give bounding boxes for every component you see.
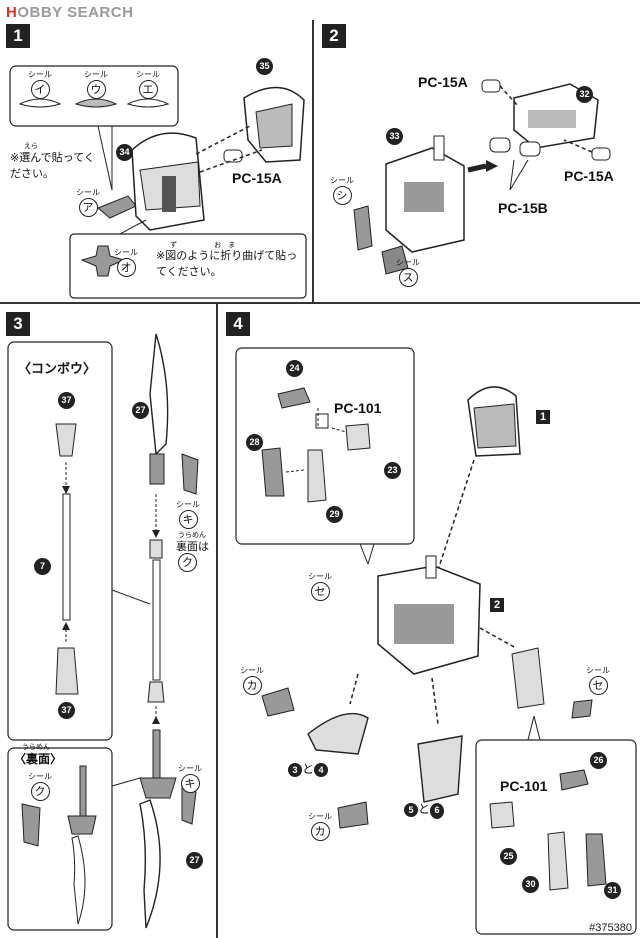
divider-bottom <box>216 302 218 938</box>
step3-illustration <box>7 333 199 931</box>
seal-label-se-left: シールセ <box>308 572 332 601</box>
pc15a-label-step1: PC-15A <box>232 170 282 186</box>
step-number-3: 3 <box>6 312 30 336</box>
seal-label-se-right: シールセ <box>586 666 610 695</box>
part-number-34: 34 <box>116 144 133 161</box>
step1-illustration <box>9 65 307 299</box>
pc101-label-top: PC-101 <box>334 400 382 416</box>
part-number-32: 32 <box>576 86 593 103</box>
seal-label-ki-top: シールキ <box>176 500 200 529</box>
seal-label-e: シールエ <box>136 70 160 99</box>
uramen-header: 〈裏面〉 <box>14 752 63 766</box>
watermark-id: #375380 <box>589 922 632 934</box>
part-number-27-top: 27 <box>132 402 149 419</box>
brand-logo: HOBBY SEARCH <box>6 4 134 21</box>
seal-label-a: シールア <box>76 188 100 217</box>
seal-label-i: シールイ <box>28 70 52 99</box>
uramen-ruby-bottom: うらめん <box>22 743 50 751</box>
uramen-ruby-top: うらめん <box>178 531 206 539</box>
pc15a-label-step2-top: PC-15A <box>418 74 468 90</box>
konbou-header: 〈コンボウ〉 <box>18 362 97 377</box>
seal-label-ki-bottom: シールキ <box>178 764 202 793</box>
note-select: ※選んで貼ってください。 <box>10 151 95 180</box>
part-number-35: 35 <box>256 58 273 75</box>
note-select-ruby: えら <box>24 142 38 150</box>
note-fold-ruby: ず お ま <box>170 241 236 249</box>
divider-middle <box>0 302 640 304</box>
part-number-23: 23 <box>384 462 401 479</box>
part-number-37-top: 37 <box>58 392 75 409</box>
part-number-31: 31 <box>604 882 621 899</box>
step-number-1: 1 <box>6 24 30 48</box>
part-number-37-bottom: 37 <box>58 702 75 719</box>
part-number-25: 25 <box>500 848 517 865</box>
note-fold: ※図のように折り曲げて貼ってください。 <box>156 249 298 278</box>
reference-step-2: 2 <box>490 598 504 612</box>
pc15a-label-step2-right: PC-15A <box>564 168 614 184</box>
reference-step-1: 1 <box>536 410 550 424</box>
part-number-27-bottom: 27 <box>186 852 203 869</box>
part-number-24: 24 <box>286 360 303 377</box>
seal-label-u: シールウ <box>84 70 108 99</box>
part-number-33: 33 <box>386 128 403 145</box>
seal-label-ku-top: ク <box>178 552 197 572</box>
part-number-26: 26 <box>590 752 607 769</box>
part-number-30: 30 <box>522 876 539 893</box>
seal-label-ku-bottom: シールク <box>28 772 52 801</box>
uramen-ha-label: 裏面は <box>176 540 209 553</box>
part-number-28: 28 <box>246 434 263 451</box>
part-number-7: 7 <box>34 558 51 575</box>
seal-label-ka-bottom: シールカ <box>308 812 332 841</box>
step-number-4: 4 <box>226 312 250 336</box>
pc101-label-bottom: PC-101 <box>500 778 548 794</box>
part-number-29: 29 <box>326 506 343 523</box>
step2-illustration <box>353 79 611 275</box>
divider-top <box>312 20 314 302</box>
seal-label-su: シールス <box>396 258 420 287</box>
step4-illustration <box>235 347 637 935</box>
seal-label-shi: シールシ <box>330 176 354 205</box>
seal-label-o: シールオ <box>114 248 138 277</box>
pc15b-label: PC-15B <box>498 200 548 216</box>
seal-label-ka-left: シールカ <box>240 666 264 695</box>
step-number-2: 2 <box>322 24 346 48</box>
